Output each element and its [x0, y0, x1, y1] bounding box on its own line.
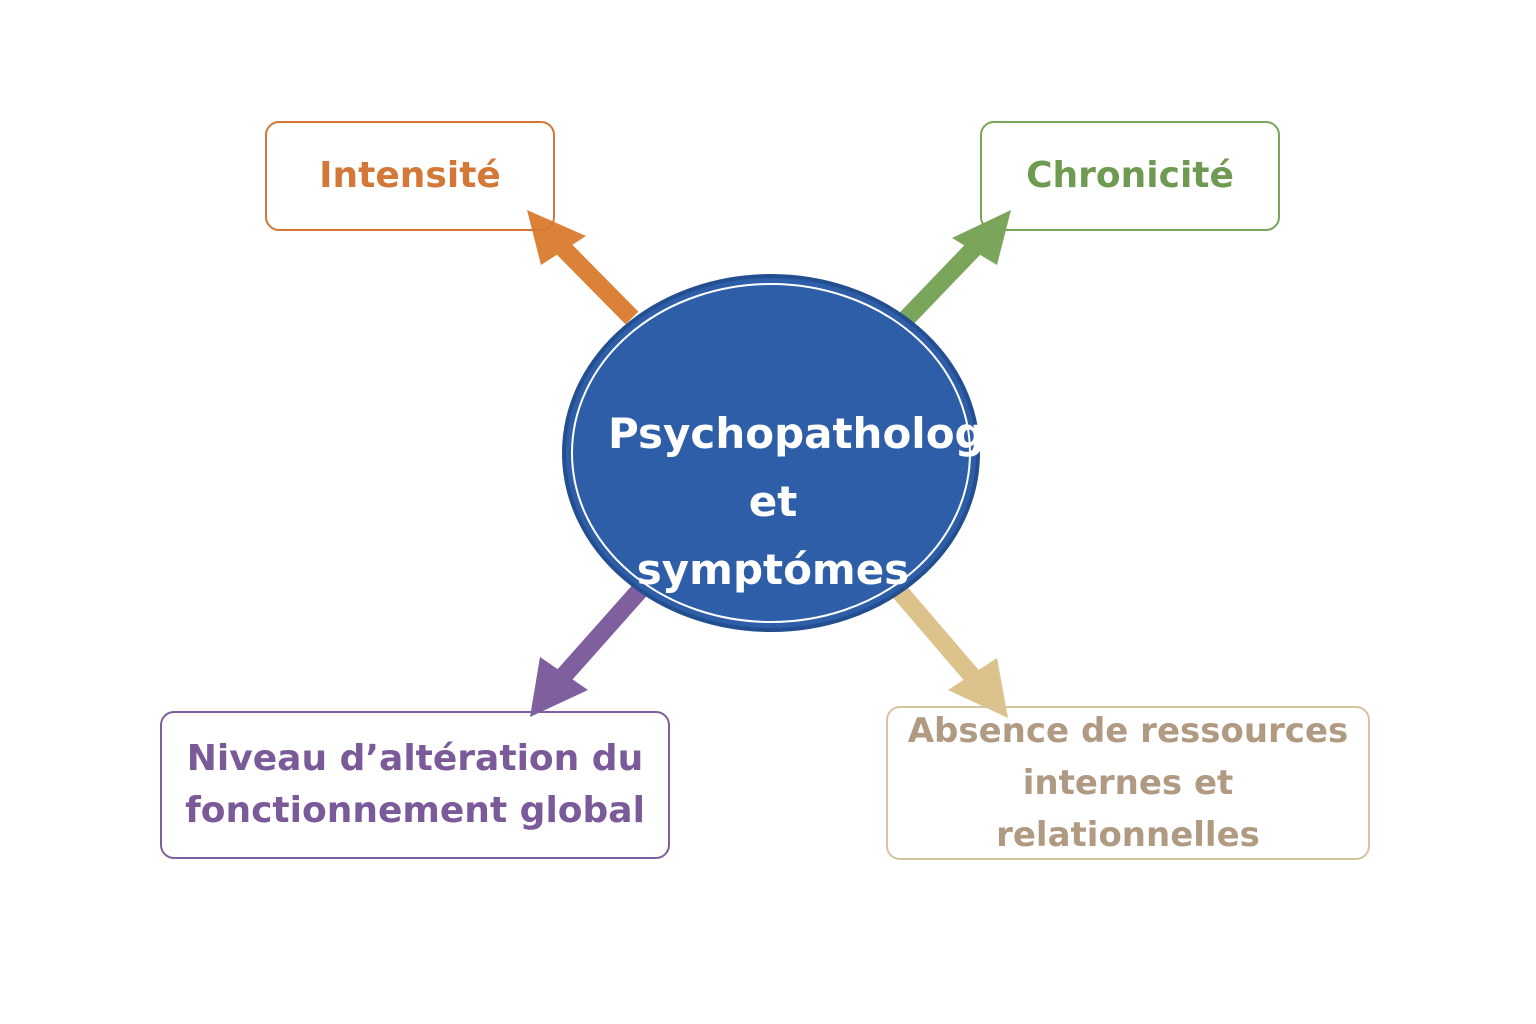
center-node: Psychopathologie et symptómes	[608, 400, 1028, 604]
node-label-line2: internes et relationnelles	[996, 763, 1260, 855]
center-ellipse	[562, 274, 980, 632]
arrow-chronicite	[898, 210, 1011, 327]
node-label-line2: fonctionnement global	[185, 790, 645, 831]
center-title-line1: Psychopathologie	[608, 409, 1028, 458]
arrow-absence	[893, 586, 1008, 718]
node-chronicite: Chronicité	[980, 121, 1280, 231]
node-label: Intensité	[319, 155, 501, 196]
arrow-niveau	[530, 584, 647, 717]
node-label: Chronicité	[1026, 155, 1234, 196]
node-absence-ressources: Absence de ressources internes et relati…	[886, 706, 1370, 860]
node-niveau-alteration: Niveau d’altération du fonctionnement gl…	[160, 711, 670, 859]
center-title-line2: et symptómes	[636, 477, 910, 594]
node-label-line1: Niveau d’altération du	[186, 738, 644, 779]
node-intensite: Intensité	[265, 121, 555, 231]
node-label-line1: Absence de ressources	[907, 711, 1349, 751]
